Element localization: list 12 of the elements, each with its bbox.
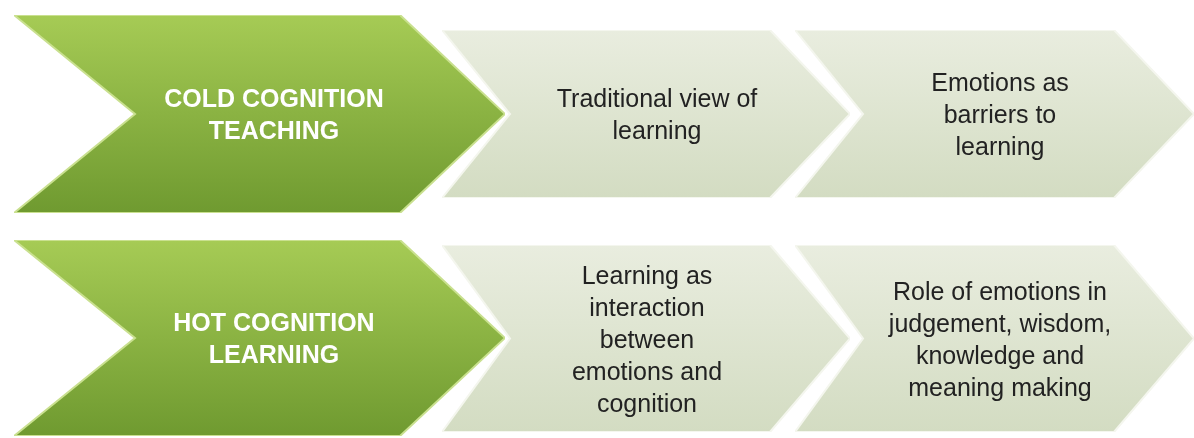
- chevron-panel: [442, 245, 850, 432]
- chevron-text: Traditional view of learning: [555, 83, 759, 146]
- chevron-text: HOT COGNITION LEARNING: [172, 307, 376, 370]
- chevron-panel: [795, 30, 1194, 198]
- chevron-text: COLD COGNITION TEACHING: [163, 83, 385, 146]
- chevron-panel: [795, 245, 1194, 432]
- chevron-panel: [14, 240, 505, 436]
- chevron-text: Emotions as barriers to learning: [930, 67, 1070, 162]
- chevron-panel: [14, 15, 505, 213]
- chevron-panel: [442, 30, 850, 198]
- chevron-text: Learning as interaction between emotions and cognition: [570, 259, 724, 419]
- chevron-text: Role of emotions in judgement, wisdom, knowledge and meaning making: [887, 275, 1113, 403]
